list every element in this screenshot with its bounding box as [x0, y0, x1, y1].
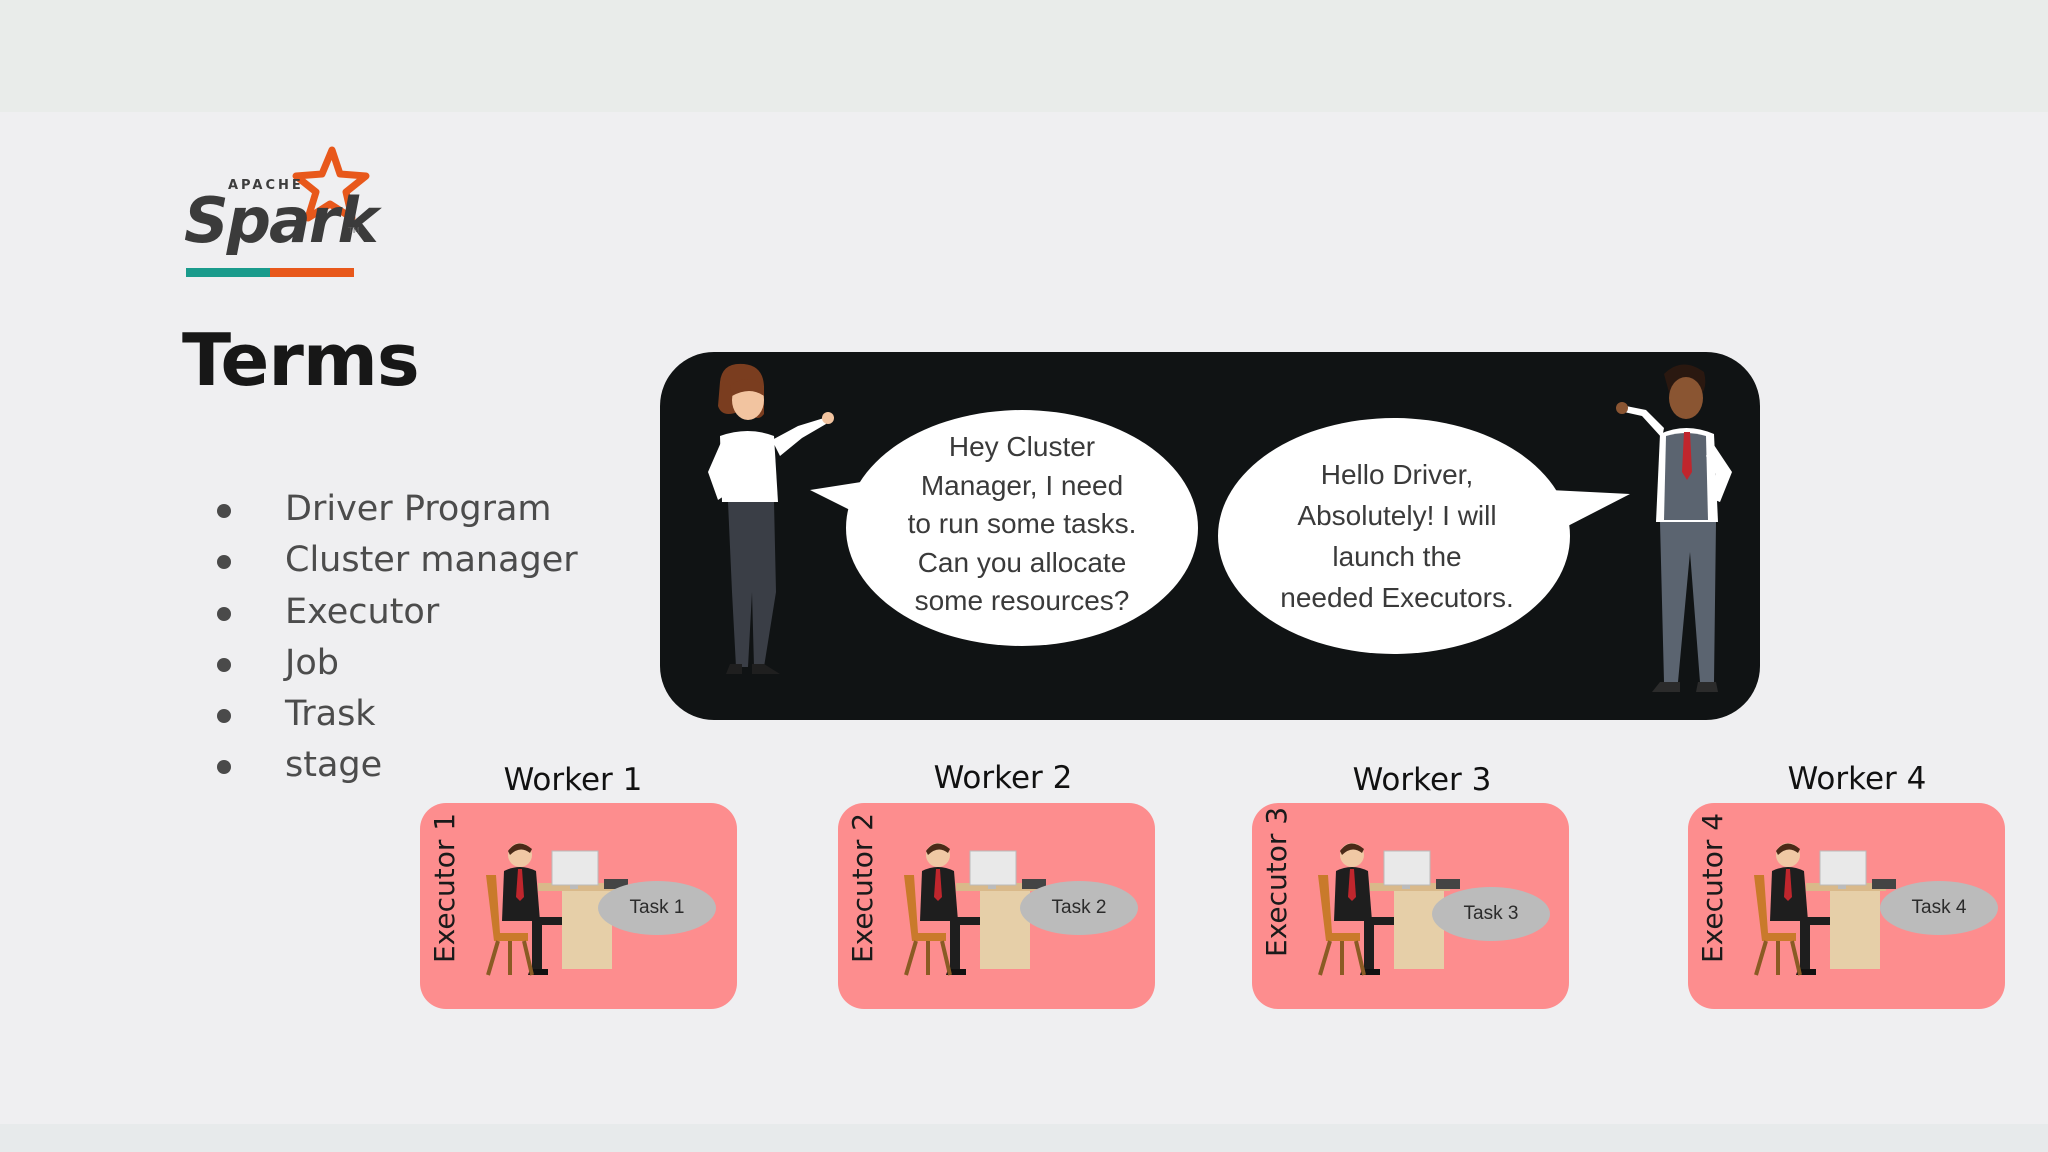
bullet-icon [217, 504, 231, 518]
list-item: stage [210, 740, 578, 791]
rule-green-segment [186, 268, 270, 277]
speech-line: some resources? [914, 585, 1130, 616]
worker-3-label: Worker 3 [1352, 762, 1492, 798]
apache-spark-logo: APACHE Spark TM [180, 140, 380, 257]
executor-at-desk-icon [904, 843, 1046, 976]
bottom-band [0, 1124, 2048, 1152]
list-item: Driver Program [210, 484, 578, 535]
term-label: Executor [285, 591, 440, 632]
task-bubble: Task 1 [598, 881, 716, 935]
bullet-icon [217, 657, 231, 672]
rule-orange-segment [270, 268, 354, 277]
task-bubble: Task 3 [1432, 887, 1550, 941]
worker-4-box: Executor 4 Task 4 [1688, 803, 2005, 1009]
speech-line: launch the [1332, 541, 1462, 572]
list-item: Trask [210, 689, 578, 740]
logo-spark-text: Spark [184, 184, 379, 257]
executor-label: Executor 4 [1696, 812, 1729, 963]
list-item: Job [210, 638, 578, 689]
manager-speech-bubble [1218, 418, 1630, 654]
logo-tm-text: TM [348, 226, 360, 235]
driver-woman-figure [708, 363, 834, 674]
logo-apache-text: APACHE [228, 178, 304, 193]
worker-2-label: Worker 2 [933, 760, 1073, 796]
worker-1-box: Executor 1 Task 1 [420, 803, 737, 1009]
speech-line: Can you allocate [917, 546, 1127, 578]
term-label: Job [285, 642, 339, 683]
speech-line: Hey Cluster [948, 431, 1096, 462]
driver-speech-text: Hey Cluster Manager, I need to run some … [872, 428, 1172, 621]
bullet-icon [217, 709, 231, 724]
executor-label: Executor 2 [846, 812, 879, 963]
speech-line: to run some tasks. [907, 508, 1137, 539]
speech-line: Absolutely! I will [1297, 500, 1497, 531]
speech-line: Hello Driver, [1320, 459, 1474, 490]
title-accent-rule [186, 268, 354, 277]
speech-line: Manager, I need [920, 469, 1124, 501]
cluster-manager-man-figure [1616, 364, 1732, 692]
top-band [0, 0, 2048, 112]
task-bubble: Task 2 [1020, 881, 1138, 935]
worker-4-label: Worker 4 [1787, 761, 1927, 797]
executor-at-desk-icon [1318, 843, 1460, 976]
list-item: Executor [210, 587, 578, 638]
dialog-illustration [708, 363, 1732, 692]
bullet-icon [217, 760, 231, 775]
task-bubble: Task 4 [1880, 881, 1998, 935]
bullet-icon [217, 555, 231, 570]
executor-at-desk-icon [1754, 843, 1896, 976]
term-label: stage [285, 745, 383, 786]
terms-list: Driver Program Cluster manager Executor … [210, 484, 578, 792]
executor-label: Executor 3 [1260, 806, 1293, 957]
term-label: Cluster manager [285, 540, 578, 581]
speech-line: needed Executors. [1280, 582, 1514, 613]
driver-speech-bubble [810, 410, 1198, 646]
manager-speech-text: Hello Driver, Absolutely! I will launch … [1232, 454, 1562, 618]
page-title: Terms [182, 318, 420, 402]
worker-2-box: Executor 2 Task 2 [838, 803, 1155, 1009]
worker-1-label: Worker 1 [503, 762, 643, 798]
list-item: Cluster manager [210, 535, 578, 586]
spark-star-icon [292, 146, 370, 222]
term-label: Trask [285, 694, 376, 735]
term-label: Driver Program [285, 489, 552, 529]
executor-label: Executor 1 [428, 812, 461, 963]
dialog-panel: Hey Cluster Manager, I need to run some … [660, 352, 1760, 720]
worker-3-box: Executor 3 Task 3 [1252, 803, 1569, 1009]
bullet-icon [217, 606, 231, 621]
